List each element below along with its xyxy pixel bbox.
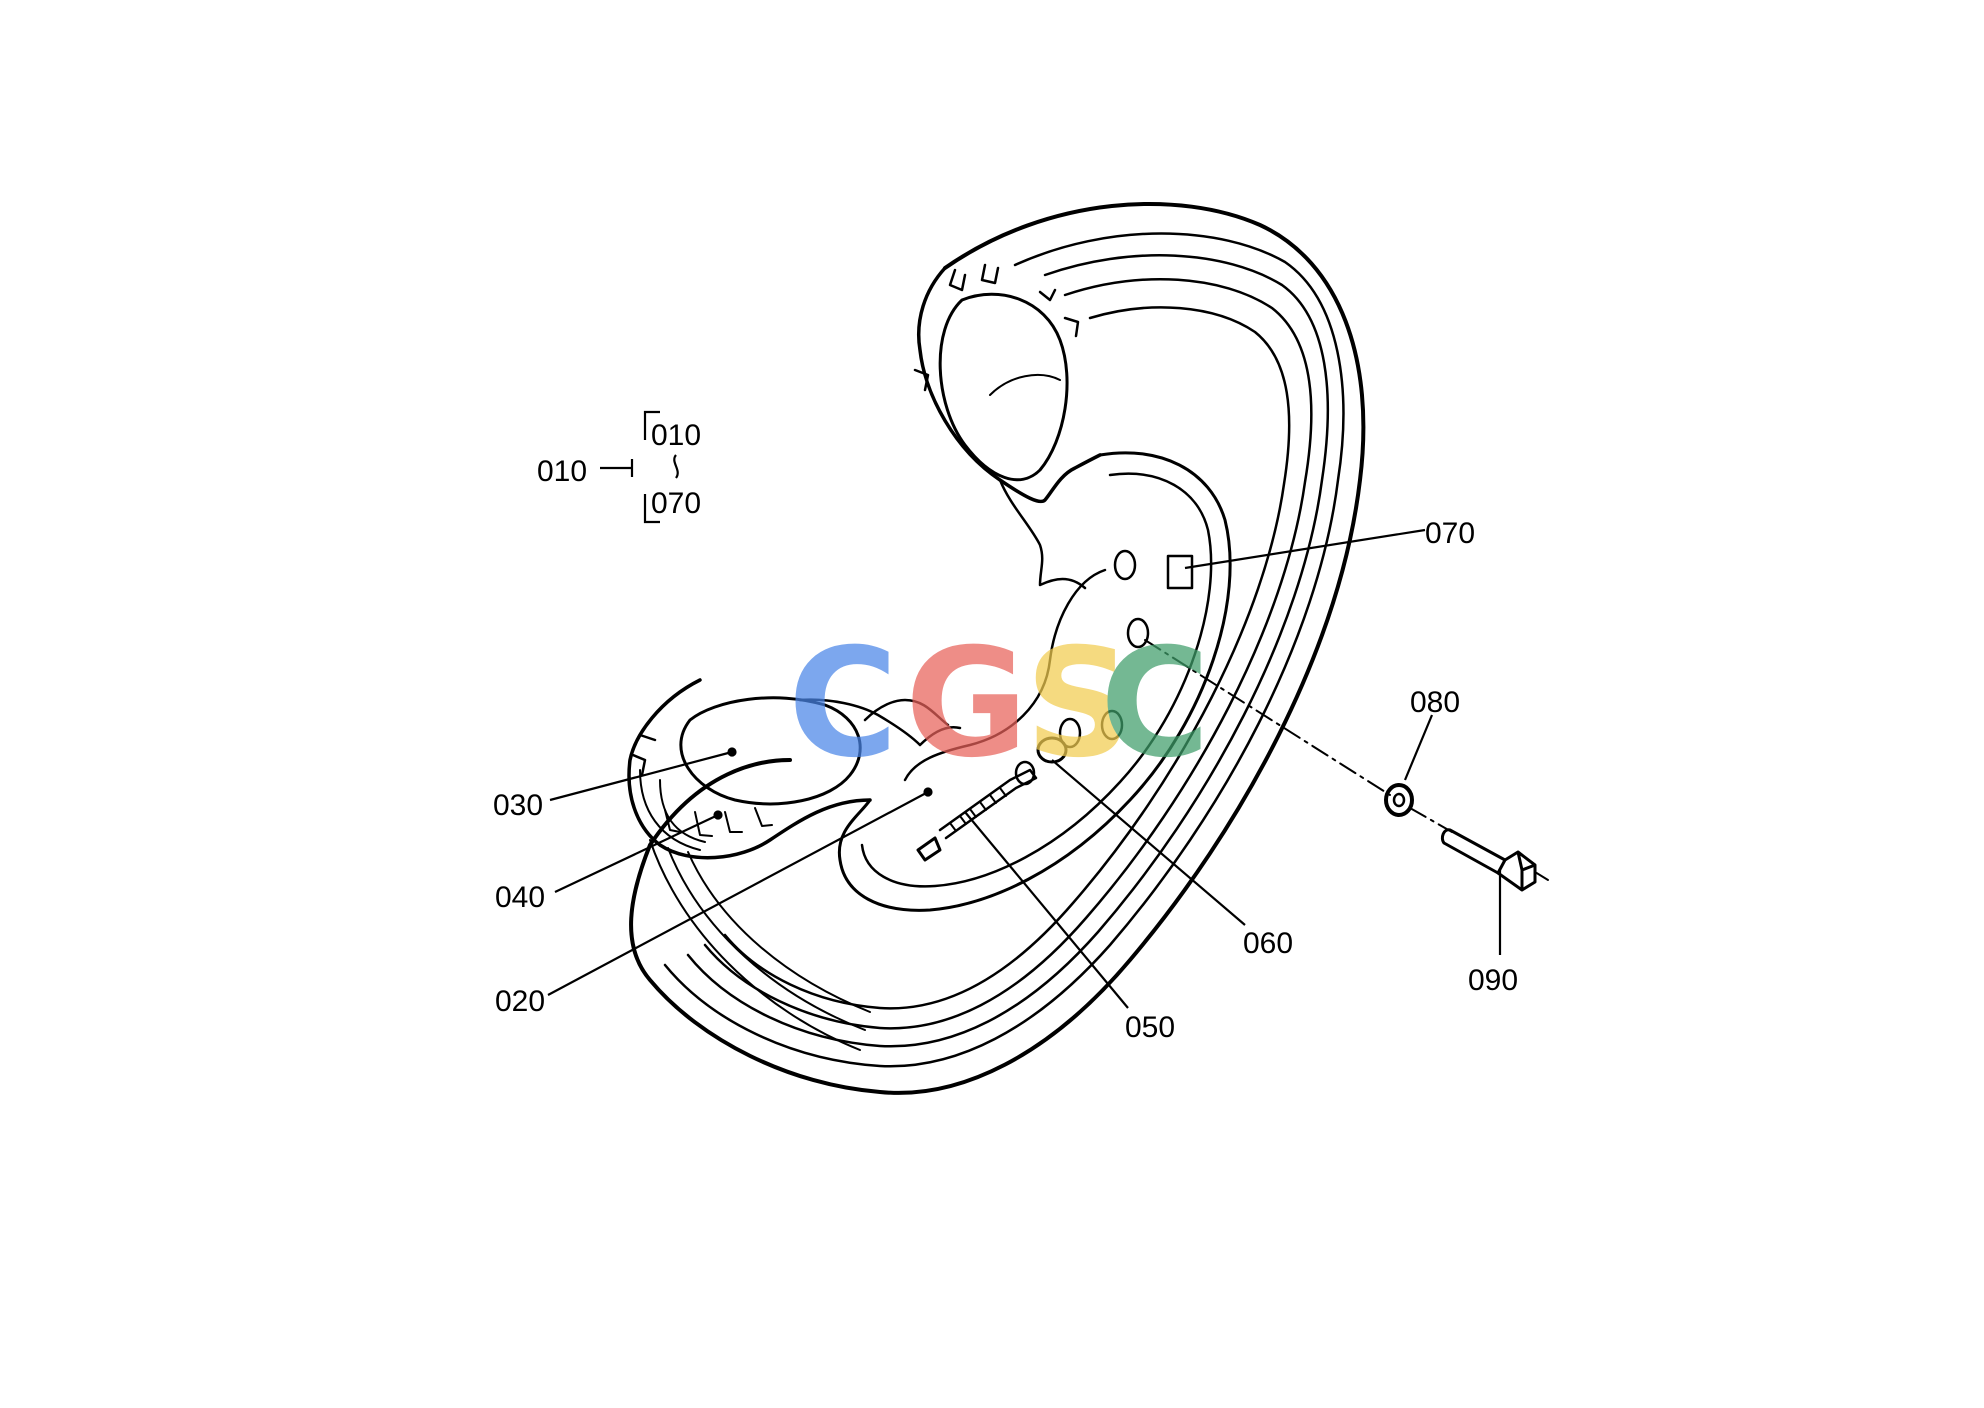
hardware (1144, 639, 1549, 892)
top-section-lip (998, 478, 1087, 590)
left-tread-stripe-1 (649, 839, 861, 1051)
callout-080: 080 (1410, 686, 1460, 719)
valve-nut (1014, 760, 1036, 786)
rim-inner-edge (860, 472, 1213, 888)
watermark-letter-3: S (1025, 617, 1133, 791)
hub-plate-edge (903, 568, 1107, 782)
valve-base (916, 836, 942, 862)
callout-040: 040 (495, 881, 545, 914)
leader-lines (547, 528, 1502, 1009)
callout-020: 020 (495, 985, 545, 1018)
group-main-label: 010 (537, 455, 587, 488)
bottom-section-lug-2 (638, 733, 657, 742)
group-range-start: 010 (651, 419, 701, 452)
left-tread-stripe-3 (687, 851, 871, 1013)
leader-040 (554, 814, 719, 893)
top-section-lug-3 (1038, 288, 1057, 302)
leader-080 (1403, 714, 1434, 781)
bolt-tail-line (1534, 871, 1549, 881)
bolt-hole-4 (1058, 717, 1082, 749)
watermark-letter-2: G (905, 617, 1028, 791)
leader-070 (1184, 528, 1426, 570)
bolt-hole-3 (1100, 709, 1124, 741)
bolt-head (1496, 850, 1537, 892)
tread-groove-2 (686, 254, 1330, 1048)
bottom-section-tread-4 (754, 807, 773, 827)
valve-threads (949, 787, 1007, 832)
washer (1384, 783, 1414, 817)
assembly-group (600, 410, 679, 524)
bolt-shank (1440, 828, 1507, 875)
callout-050: 050 (1125, 1011, 1175, 1044)
watermark-letter-4: C (1100, 617, 1210, 791)
watermark: C G S C (788, 617, 1210, 791)
washer-hole (1392, 792, 1406, 808)
callout-060: 060 (1243, 927, 1293, 960)
tire-drawing (627, 202, 1366, 1095)
tread-groove-1 (663, 232, 1345, 1068)
tube-lip (863, 698, 950, 727)
bottom-section-tread-2 (694, 811, 713, 837)
leader-030 (549, 750, 733, 802)
bottom-section-inner (679, 696, 862, 806)
leader-020 (547, 791, 929, 996)
top-section-inner (938, 292, 1069, 482)
top-section-lug-5 (913, 368, 930, 392)
bottom-section-lug-1 (631, 753, 647, 777)
top-section-outer (917, 266, 1102, 504)
watermark-letter-1: C (788, 617, 898, 791)
label-plate (1166, 554, 1194, 590)
top-section-lug-1 (948, 268, 967, 292)
tread-groove-3 (703, 278, 1313, 1030)
bolt-hole-1 (1113, 549, 1137, 581)
tire-outer-contour (629, 202, 1366, 1095)
tread-groove-4 (723, 306, 1291, 1010)
assembly-centerline (1144, 639, 1391, 796)
bottom-section-rib-1 (639, 769, 701, 851)
labels: 010 010 070 070 080 030 040 020 060 050 … (493, 419, 1518, 1044)
callout-030: 030 (493, 789, 543, 822)
left-tread-stripe-2 (667, 847, 866, 1031)
group-range-end: 070 (651, 487, 701, 520)
rim-outer-edge (837, 451, 1232, 912)
bolt-hole-2 (1126, 617, 1150, 649)
top-section-lug-4 (1063, 316, 1080, 338)
callout-090: 090 (1468, 964, 1518, 997)
bottom-section-rib-2 (659, 779, 706, 843)
leader-060 (1051, 759, 1246, 926)
callout-070: 070 (1425, 517, 1475, 550)
bracket-top (643, 410, 660, 440)
valve-cap (1036, 736, 1068, 764)
assembly-centerline-2 (1409, 807, 1453, 833)
top-section-lug-2 (980, 263, 1000, 285)
range-tilde (673, 454, 679, 479)
leader-050 (964, 811, 1129, 1009)
top-section-ring-line (989, 374, 1061, 396)
bracket-bottom (643, 494, 660, 524)
bottom-section-tread-3 (724, 811, 743, 833)
bottom-section-rim-link (798, 698, 962, 747)
bottom-section-tread-1 (664, 809, 681, 833)
